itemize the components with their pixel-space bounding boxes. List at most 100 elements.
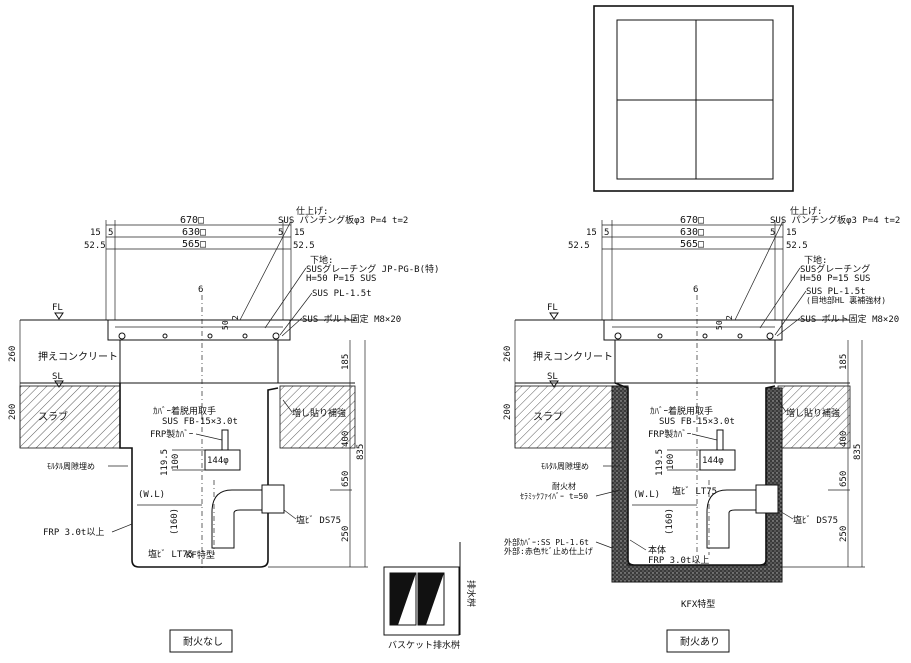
top-dimensions: 670□ 630□ 565□ 15 5 5 15 52.5 52.5 [84,215,315,320]
bolt-label: SUS ボルト固定 M8×20 [800,313,899,325]
dim-119: 119.5 [160,449,170,476]
pipe-ds-label: 塩ﾋﾞ DS75 [793,514,838,526]
dim-400: 400 [839,431,849,447]
floor-layers: FL SL 押えコンクリート スラブ 260 200 [8,303,356,449]
lower-label: 下地: [310,254,333,266]
top-dimensions: 670□ 630□ 565□ 15 5 5 15 52.5 52.5 [568,215,808,320]
pipe-lt-label: 塩ﾋﾞ LT75 [672,485,717,497]
reinforce-label: 増し貼り補強 [292,407,346,419]
outer-cover-label: 外部ｶﾊﾞｰ:SS PL-1.6t [504,537,589,547]
dim-100: 100 [171,454,181,470]
dim-inner: 565□ [680,239,704,250]
dim-outer: 670□ [180,215,204,226]
grating-plan-view [593,5,794,192]
dim-185: 185 [341,354,351,370]
drain-body: ﾓﾙﾀﾙ周隙埋め 耐火材 ｾﾗﾐｯｸﾌｧｲﾊﾞｰ t=50 増し貼り補強 [520,382,840,583]
model-label: KF特型 [186,549,215,561]
dim-middle: 630□ [182,227,206,238]
dim-52-right: 52.5 [786,241,808,251]
dim-inner: 565□ [182,239,206,250]
right-dimensions: 185 400 650 835 250 [782,340,865,568]
dim-50: 50 [715,320,724,330]
bolt-label: SUS ボルト固定 M8×20 [302,313,401,325]
floor-layers: FL SL 押えコンクリート スラブ 260 200 [503,303,851,449]
pipe-lt-label: 塩ﾋﾞ LT75 [148,548,193,560]
right-dimensions: 185 400 650 835 250 [268,340,368,568]
dim-52-right: 52.5 [293,241,315,251]
basket-caption: バスケット排水桝 [388,639,460,651]
section-view-no-fireproof: 670□ 630□ 565□ 15 5 5 15 52.5 52.5 FL SL… [8,205,439,653]
grating-frame: 6 50 2 [107,285,291,570]
frp-cover-label: FRP製ｶﾊﾞｰ [150,428,194,440]
dim-100: 100 [666,454,676,470]
caption: 耐火なし [183,635,223,648]
dim-5-left: 5 [108,228,113,238]
punching-label: SUS パンチング板φ3 P=4 t=2 [770,214,900,226]
basket-frame [383,566,460,636]
outer-finish-label: 外部:赤色ｻﾋﾞ止め仕上げ [504,546,593,556]
dim-15-right: 15 [294,228,305,238]
reinforce-label: 増し貼り補強 [786,407,840,419]
dim-260: 260 [8,346,18,362]
dim-52-left: 52.5 [84,241,106,251]
handle-spec: SUS FB-15×3.0t [659,417,735,427]
dim-5-right: 5 [278,228,283,238]
basket-side-label: 排水桝 [465,580,477,607]
punching-label: SUS パンチング板φ3 P=4 t=2 [278,214,408,226]
dim-6: 6 [198,285,203,295]
mortar-label: ﾓﾙﾀﾙ周隙埋め [541,461,589,471]
handle-label: ｶﾊﾞｰ着脱用取手 [650,405,713,417]
body-label: 本体 [648,544,666,556]
dim-144: 144φ [207,456,229,466]
basket-drain: バスケット排水桝 排水桝 [383,542,477,651]
slab-label: スラブ [38,410,68,423]
grating-label: SUSグレーチング [800,263,870,275]
dim-15-left: 15 [90,228,101,238]
dim-52-left: 52.5 [568,241,590,251]
dim-15-right: 15 [786,228,797,238]
caption: 耐火あり [680,635,720,648]
pipe-ds-label: 塩ﾋﾞ DS75 [296,514,341,526]
dim-5-right: 5 [770,228,775,238]
grating-spec: H=50 P=15 SUS [306,274,376,284]
caption-box [666,629,730,653]
dim-144: 144φ [702,456,724,466]
dim-185: 185 [839,354,849,370]
dim-250: 250 [341,526,351,542]
dim-160: (160) [665,508,675,535]
dim-200: 200 [503,404,513,420]
sl-label: SL [547,372,558,382]
dim-835: 835 [853,444,863,460]
dim-260: 260 [503,346,513,362]
grating-frame: 6 50 2 [603,285,783,570]
finish-label: 仕上げ: [296,205,328,217]
slab-label: スラブ [533,410,563,423]
dim-5-left: 5 [604,228,609,238]
grating-spec: H=50 P=15 SUS [800,274,870,284]
handle-spec: SUS FB-15×3.0t [162,417,238,427]
dim-15-left: 15 [586,228,597,238]
wl-label: (W.L) [138,490,165,500]
lower-label: 下地: [804,254,827,266]
dim-400: 400 [341,431,351,447]
sl-label: SL [52,372,63,382]
concrete-label: 押えコンクリート [38,350,118,363]
frp-body-label: FRP 3.0t以上 [43,527,104,538]
frp-cover-label: FRP製ｶﾊﾞｰ [648,428,692,440]
grating-label: SUSグレーチング JP-PG-B(特) [306,263,439,275]
model-label: KFX特型 [681,598,715,610]
plan-outer-frame [593,5,794,192]
pl-label: SUS PL-1.5t [806,287,866,297]
dim-200: 200 [8,404,18,420]
fl-label: FL [52,303,63,313]
fl-label: FL [547,303,558,313]
frp-body-label: FRP 3.0t以上 [648,555,709,566]
dim-50: 50 [221,320,230,330]
dim-119: 119.5 [655,449,665,476]
wl-label: (W.L) [633,490,660,500]
dim-650: 650 [341,471,351,487]
callouts: 仕上げ: SUS パンチング板φ3 P=4 t=2 下地: SUSグレーチング … [504,205,900,610]
dim-6: 6 [693,285,698,295]
caption-box [169,629,233,653]
